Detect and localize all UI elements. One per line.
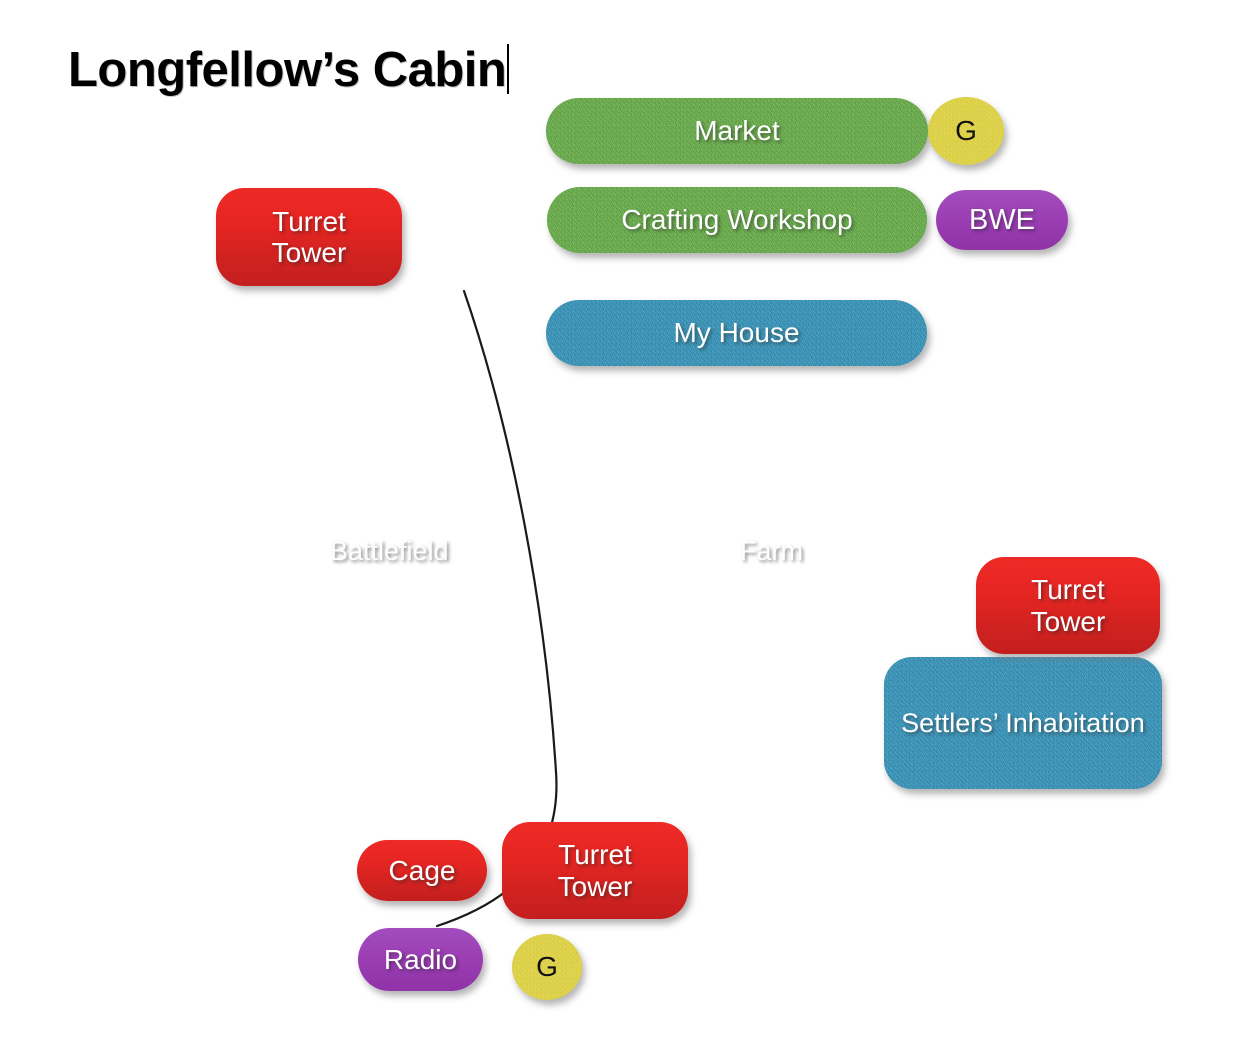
node-settlers-inhabitation[interactable]: Settlers’ Inhabitation — [884, 657, 1162, 789]
node-label: Settlers’ Inhabitation — [901, 707, 1145, 738]
node-label: Crafting Workshop — [621, 204, 853, 236]
page-title-text: Longfellow’s Cabin — [68, 43, 507, 97]
badge-crafting-bwe[interactable]: BWE — [936, 190, 1068, 250]
node-label: Market — [694, 115, 780, 147]
node-label: Cage — [388, 854, 456, 886]
node-label: My House — [673, 317, 800, 349]
node-cage[interactable]: Cage — [357, 840, 487, 901]
badge-radio-g[interactable]: G — [512, 934, 582, 1000]
node-crafting-workshop[interactable]: Crafting Workshop — [547, 187, 927, 253]
zone-label-battlefield: Battlefield — [330, 536, 449, 566]
zone-label-farm: Farm — [740, 536, 803, 566]
badge-market-g[interactable]: G — [928, 97, 1004, 165]
node-my-house[interactable]: My House — [546, 300, 927, 366]
node-radio[interactable]: Radio — [358, 928, 483, 991]
badge-label: G — [955, 115, 977, 147]
text-cursor — [507, 44, 510, 94]
node-market[interactable]: Market — [546, 98, 928, 164]
node-label: Radio — [383, 943, 458, 975]
badge-label: BWE — [968, 203, 1036, 236]
page-title[interactable]: Longfellow’s Cabin — [68, 42, 510, 98]
badge-label: G — [536, 951, 558, 983]
